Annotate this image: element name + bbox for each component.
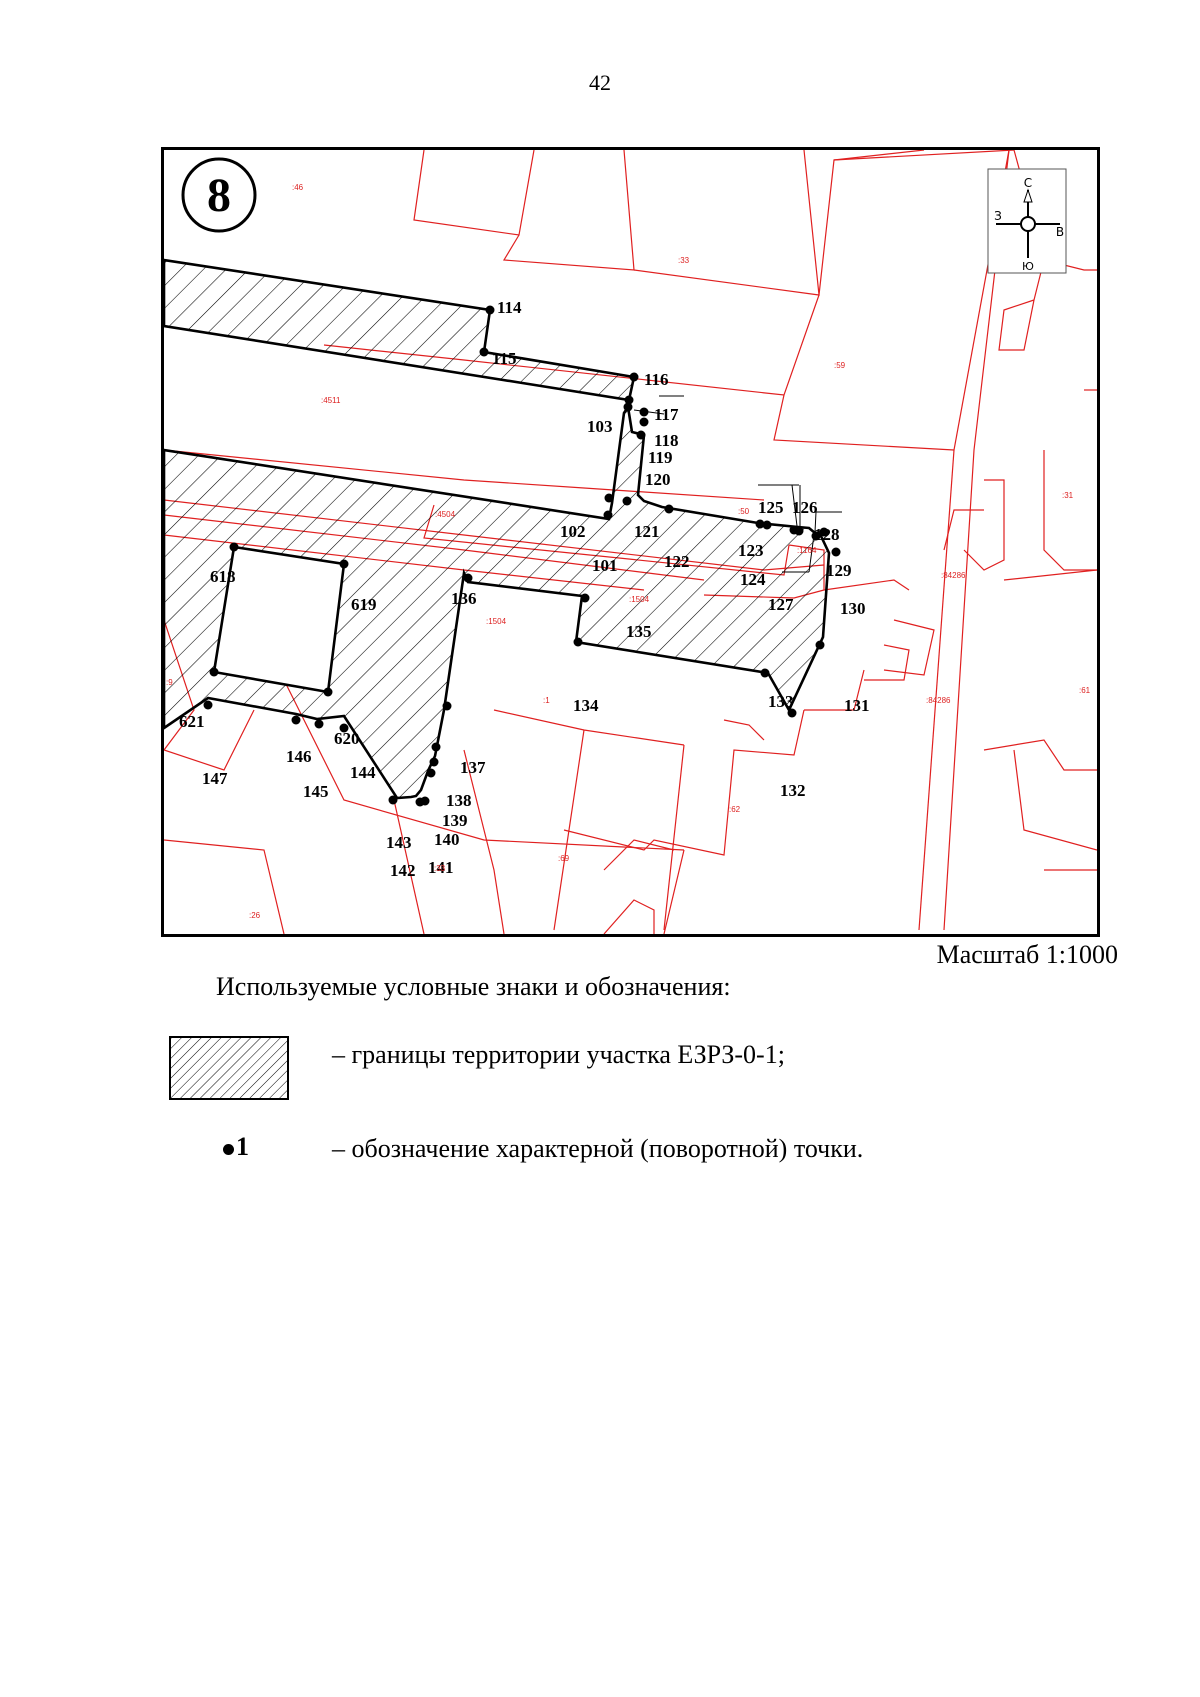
point-label: 619 — [351, 595, 377, 614]
territory-north-strip — [164, 258, 636, 402]
cadastral-map: 114 115 116 117 103 118 119 120 102 121 … — [161, 147, 1100, 937]
legend-point-symbol: 1 — [223, 1132, 249, 1162]
parcel-labels: :46 :33 :59 :4511 :4504 :50 :31 :1504 :1… — [166, 183, 1091, 920]
point-label: 138 — [446, 791, 472, 810]
legend-title: Используемые условные знаки и обозначени… — [216, 972, 731, 1001]
point-label: 114 — [497, 298, 522, 317]
point-label: 144 — [350, 763, 376, 782]
parcel-label: :46 — [292, 183, 304, 192]
legend-territory-text: – границы территории участка ЕЗРЗ-0-1; — [332, 1040, 785, 1069]
point-label: 121 — [634, 522, 660, 541]
parcel-label: :69 — [558, 854, 570, 863]
parcel-label: :1504 — [629, 595, 650, 604]
compass-west: З — [994, 209, 1002, 223]
point-label: 141 — [428, 858, 454, 877]
point-label: 115 — [492, 349, 517, 368]
point-label: 118 — [654, 431, 679, 450]
point-labels: 114 115 116 117 103 118 119 120 102 121 … — [179, 298, 870, 880]
parcel-label: :59 — [834, 361, 846, 370]
parcel-label: :84286 — [941, 571, 966, 580]
point-label: 143 — [386, 833, 412, 852]
compass-north: С — [1024, 176, 1032, 190]
point-dot-icon — [223, 1143, 234, 1155]
point-label: 116 — [644, 370, 669, 389]
parcel-label: :26 — [249, 911, 261, 920]
parcel-label: :61 — [1079, 686, 1091, 695]
compass-rose: С Ю З В — [987, 168, 1067, 274]
point-label: 139 — [442, 811, 468, 830]
point-label: 140 — [434, 830, 460, 849]
map-scale: Масштаб 1:1000 — [936, 940, 1118, 969]
page-number: 42 — [589, 70, 611, 95]
point-label: 130 — [840, 599, 866, 618]
point-label: 127 — [768, 595, 794, 614]
point-label: 101 — [592, 556, 618, 575]
point-label: 126 — [792, 498, 818, 517]
parcel-label: :1164 — [797, 546, 817, 555]
point-label: 142 — [390, 861, 416, 880]
legend-hatch-swatch — [169, 1036, 289, 1100]
point-label: 133 — [768, 692, 794, 711]
point-label: 124 — [740, 570, 766, 589]
ezrz-territory — [164, 258, 831, 800]
point-label: 117 — [654, 405, 679, 424]
point-label: 122 — [664, 552, 690, 571]
point-label: 103 — [587, 417, 613, 436]
legend-point-text: – обозначение характерной (поворотной) т… — [332, 1134, 864, 1163]
point-label: 145 — [303, 782, 329, 801]
parcel-label: :9 — [166, 678, 173, 687]
compass-east: В — [1056, 225, 1064, 239]
point-label: 621 — [179, 712, 205, 731]
point-label: 135 — [626, 622, 652, 641]
parcel-label: :33 — [434, 864, 446, 873]
parcel-label: :31 — [1062, 491, 1074, 500]
sheet-number-badge: 8 — [181, 157, 257, 233]
parcel-label: :50 — [738, 507, 750, 516]
point-label: 147 — [202, 769, 228, 788]
point-label: 123 — [738, 541, 764, 560]
parcel-label: :62 — [729, 805, 741, 814]
parcel-label: :4511 — [321, 396, 341, 405]
point-label: 620 — [334, 729, 360, 748]
point-label: 618 — [210, 567, 236, 586]
parcel-label: :33 — [678, 256, 690, 265]
point-label: 120 — [645, 470, 671, 489]
characteristic-points — [203, 305, 841, 807]
point-label: 136 — [451, 589, 477, 608]
sheet-number: 8 — [207, 169, 231, 222]
parcel-label: :1 — [543, 696, 550, 705]
point-label: 146 — [286, 747, 312, 766]
legend-point-label: 1 — [236, 1132, 249, 1161]
point-label: 119 — [648, 448, 673, 467]
point-label: 129 — [826, 561, 852, 580]
point-label: 128 — [814, 525, 840, 544]
parcel-label: :84286 — [926, 696, 951, 705]
point-label: 137 — [460, 758, 486, 777]
compass-south: Ю — [1022, 260, 1034, 273]
point-label: 102 — [560, 522, 586, 541]
point-label: 131 — [844, 696, 870, 715]
parcel-label: :1504 — [486, 617, 507, 626]
point-label: 132 — [780, 781, 806, 800]
parcel-label: :4504 — [435, 510, 456, 519]
map-canvas: 114 115 116 117 103 118 119 120 102 121 … — [164, 150, 1097, 934]
point-label: 125 — [758, 498, 784, 517]
point-label: 134 — [573, 696, 599, 715]
